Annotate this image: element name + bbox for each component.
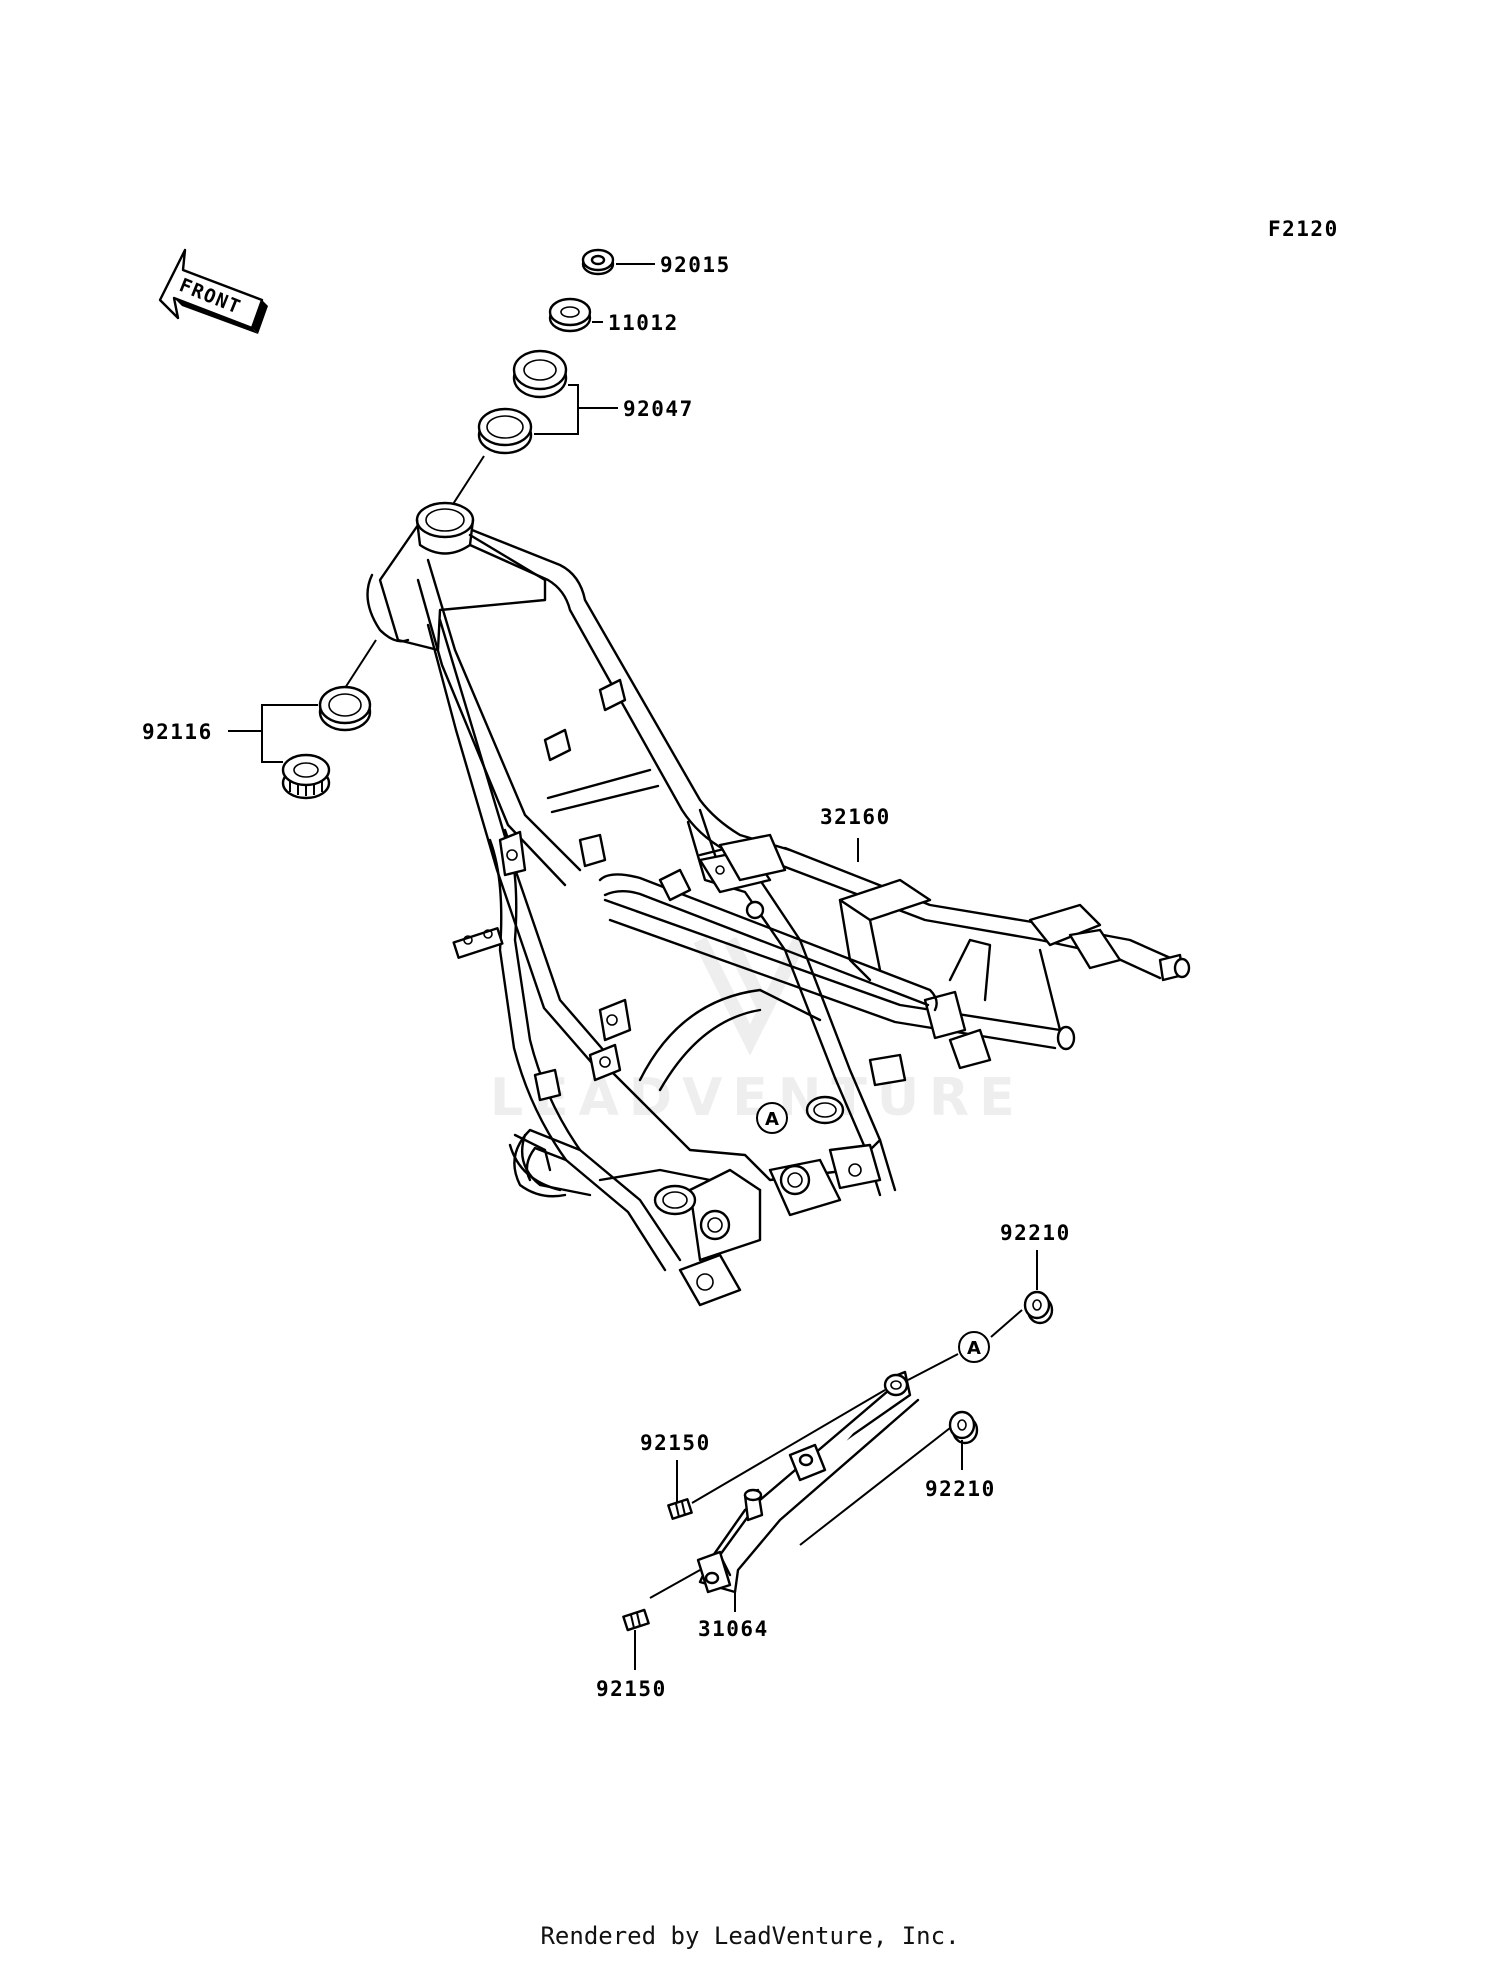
svg-text:A: A — [765, 1109, 779, 1130]
lower-bearing-icon — [281, 753, 331, 800]
reference-marker-stay: A — [958, 1331, 990, 1363]
upper-bearing-race-icon — [477, 407, 533, 455]
cap-icon — [548, 297, 592, 333]
reference-marker-frame: A — [756, 1102, 788, 1134]
part-92210-top-label[interactable]: 92210 — [1000, 1221, 1071, 1245]
part-92150-top-label[interactable]: 92150 — [640, 1431, 711, 1455]
steering-nut-icon — [581, 248, 615, 276]
part-92150-bottom-label[interactable]: 92150 — [596, 1677, 667, 1701]
bolt-icon-top — [667, 1498, 693, 1520]
part-31064-label[interactable]: 31064 — [698, 1617, 769, 1641]
watermark: LEADVENTURE — [490, 1068, 1025, 1128]
part-92210-mid-label[interactable]: 92210 — [925, 1477, 996, 1501]
part-32160-label[interactable]: 32160 — [820, 805, 891, 829]
diagram-code: F2120 — [1268, 217, 1339, 241]
upper-bearing-icon — [512, 349, 568, 399]
lower-bearing-race-icon — [318, 685, 372, 732]
part-92015-label[interactable]: 92015 — [660, 253, 731, 277]
part-92116-label[interactable]: 92116 — [142, 720, 213, 744]
render-credit: Rendered by LeadVenture, Inc. — [540, 1922, 960, 1950]
frame-icon — [366, 501, 1191, 1307]
watermark-logo — [693, 936, 807, 1056]
part-11012-label[interactable]: 11012 — [608, 311, 679, 335]
bolt-icon-bottom — [622, 1608, 650, 1632]
engine-stay-icon — [696, 1370, 920, 1594]
svg-text:A: A — [967, 1338, 981, 1359]
nut-icon-mid — [948, 1410, 979, 1445]
front-arrow-icon — [158, 248, 268, 334]
nut-icon-top — [1023, 1290, 1054, 1325]
part-92047-label[interactable]: 92047 — [623, 397, 694, 421]
